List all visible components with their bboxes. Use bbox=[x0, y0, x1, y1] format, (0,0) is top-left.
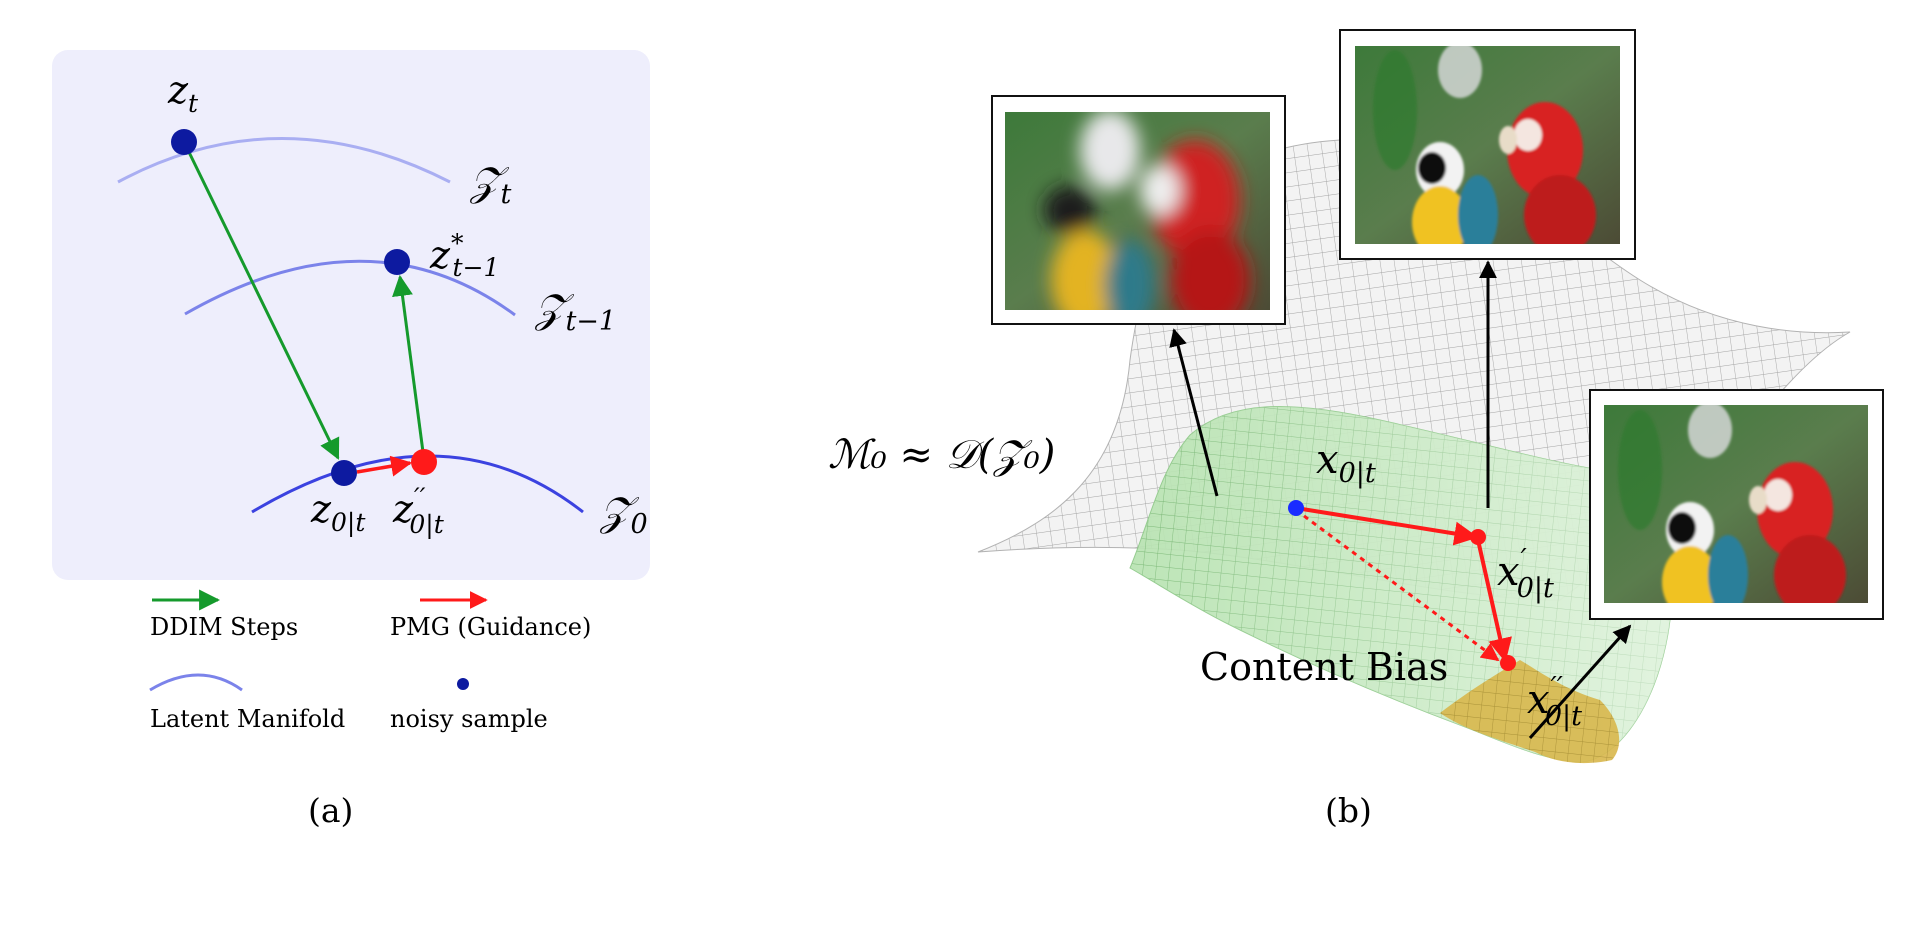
point-zstar bbox=[384, 249, 410, 275]
label-zstar: z*t−1 bbox=[429, 229, 499, 282]
panel-a-background bbox=[52, 50, 650, 580]
point-z0t bbox=[331, 460, 357, 486]
legend-manifold-curve bbox=[149, 673, 243, 692]
label-zt: zt bbox=[167, 68, 199, 118]
ddim-step-arrow-1 bbox=[184, 145, 340, 460]
panel-b: ℳ₀ ≈ 𝒟(𝒵₀) x0|t x′0|t x′′0|t Content Bia… bbox=[828, 29, 1884, 764]
label-manifold-zt: 𝒵t bbox=[469, 159, 511, 210]
label-x0t1: x′0|t bbox=[1497, 544, 1554, 604]
blurry-parrots-image bbox=[991, 95, 1286, 325]
arrow-to-sharp-image-2 bbox=[1528, 624, 1632, 739]
guidance-arrow-2 bbox=[1476, 539, 1512, 663]
point-z0t2 bbox=[411, 449, 437, 475]
point-x0t bbox=[1288, 500, 1304, 516]
point-x0t2 bbox=[1500, 655, 1516, 671]
legend-noisy-dot bbox=[457, 678, 469, 690]
legend-ddim-label: DDIM Steps bbox=[150, 613, 298, 641]
content-bias-label: Content Bias bbox=[1200, 645, 1448, 689]
guidance-arrow-1 bbox=[1295, 506, 1479, 546]
sharp-parrots-image bbox=[1339, 29, 1636, 260]
point-zt bbox=[171, 129, 197, 155]
guidance-dotted-arrow bbox=[1295, 508, 1500, 662]
legend-pmg-label: PMG (Guidance) bbox=[390, 613, 591, 641]
ddim-step-arrow-2 bbox=[392, 274, 425, 453]
legend-manifold-label: Latent Manifold bbox=[150, 705, 345, 733]
manifold-m0-label: ℳ₀ ≈ 𝒟(𝒵₀) bbox=[828, 432, 1055, 478]
label-x0t: x0|t bbox=[1316, 437, 1376, 489]
legend-noisy-label: noisy sample bbox=[390, 705, 548, 733]
content-bias-region bbox=[1440, 660, 1620, 764]
panel-a: zt z*t−1 z0|t z′′0|t 𝒵t 𝒵t−1 𝒵0 bbox=[52, 50, 650, 580]
caption-a: (a) bbox=[308, 791, 353, 830]
manifold-zt-curve bbox=[117, 137, 451, 184]
manifold-zt1-curve bbox=[184, 259, 516, 317]
arrow-to-blurry-image bbox=[1169, 328, 1219, 497]
caption-b: (b) bbox=[1325, 791, 1372, 830]
label-z0t2: z′′0|t bbox=[392, 483, 445, 540]
pmg-guidance-arrow bbox=[356, 455, 413, 477]
point-x0t1 bbox=[1470, 529, 1486, 545]
label-z0t: z0|t bbox=[310, 487, 366, 538]
label-x0t2: x′′0|t bbox=[1527, 672, 1582, 732]
legend: DDIM Steps PMG (Guidance) Latent Manifol… bbox=[149, 589, 591, 733]
label-manifold-zt1: 𝒵t−1 bbox=[534, 286, 616, 337]
sharp-parrots-image-2 bbox=[1589, 389, 1884, 620]
